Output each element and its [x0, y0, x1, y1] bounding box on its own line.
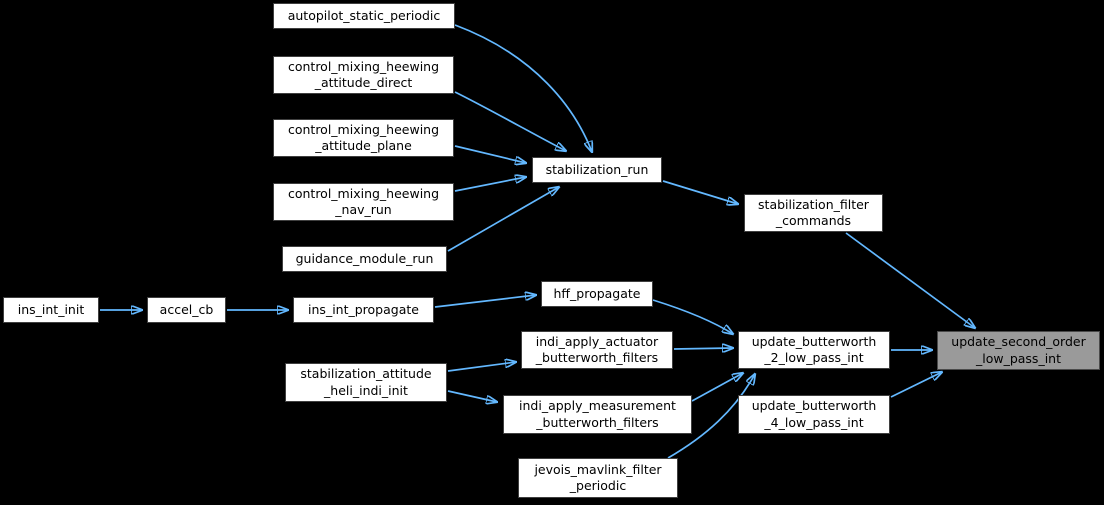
edge-guidance_module_run-to-stabilization_run [447, 187, 559, 252]
node-ins_int_propagate[interactable]: ins_int_propagate [293, 297, 434, 323]
node-stabilization_attitude_heli_indi_init[interactable]: stabilization_attitude _heli_indi_init [285, 363, 447, 402]
node-update_butterworth_2_low_pass_int[interactable]: update_butterworth _2_low_pass_int [738, 331, 890, 369]
node-indi_apply_measurement_butterworth_filters[interactable]: indi_apply_measurement _butterworth_filt… [503, 395, 692, 434]
edge-control_mixing_heewing_attitude_direct-to-stabilization_run [454, 91, 566, 151]
edge-stabilization_attitude_heli_indi_init-to-indi_apply_actuator_butterworth_filters [447, 362, 516, 372]
edge-stabilization_filter_commands-to-update_second_order_low_pass_int [845, 232, 975, 328]
node-update_second_order_low_pass_int: update_second_order _low_pass_int [937, 331, 1100, 370]
node-guidance_module_run[interactable]: guidance_module_run [282, 246, 447, 272]
node-control_mixing_heewing_nav_run[interactable]: control_mixing_heewing _nav_run [273, 183, 454, 221]
node-ins_int_init[interactable]: ins_int_init [3, 297, 99, 323]
node-indi_apply_actuator_butterworth_filters[interactable]: indi_apply_actuator _butterworth_filters [521, 331, 673, 369]
node-stabilization_run[interactable]: stabilization_run [532, 157, 662, 183]
edge-jevois_mavlink_filter_periodic-to-update_butterworth_2_low_pass_int [667, 374, 755, 459]
node-jevois_mavlink_filter_periodic[interactable]: jevois_mavlink_filter _periodic [518, 458, 678, 498]
edge-update_butterworth_4_low_pass_int-to-update_second_order_low_pass_int [890, 372, 942, 398]
node-control_mixing_heewing_attitude_plane[interactable]: control_mixing_heewing _attitude_plane [273, 119, 454, 157]
node-stabilization_filter_commands[interactable]: stabilization_filter _commands [744, 194, 883, 232]
edge-indi_apply_actuator_butterworth_filters-to-update_butterworth_2_low_pass_int [673, 348, 733, 349]
edge-indi_apply_measurement_butterworth_filters-to-update_butterworth_2_low_pass_int [691, 373, 743, 402]
edge-control_mixing_heewing_attitude_plane-to-stabilization_run [454, 145, 526, 163]
edge-autopilot_static_periodic-to-stabilization_run [454, 24, 592, 152]
edge-control_mixing_heewing_nav_run-to-stabilization_run [454, 177, 526, 192]
edge-ins_int_propagate-to-hff_propagate [434, 295, 536, 308]
edge-stabilization_run-to-stabilization_filter_commands [662, 180, 738, 204]
node-update_butterworth_4_low_pass_int[interactable]: update_butterworth _4_low_pass_int [738, 395, 890, 434]
edge-hff_propagate-to-update_butterworth_2_low_pass_int [652, 299, 733, 334]
node-hff_propagate[interactable]: hff_propagate [541, 281, 653, 307]
node-autopilot_static_periodic[interactable]: autopilot_static_periodic [273, 3, 455, 29]
node-control_mixing_heewing_attitude_direct[interactable]: control_mixing_heewing _attitude_direct [273, 56, 454, 94]
node-accel_cb[interactable]: accel_cb [147, 297, 226, 323]
edge-stabilization_attitude_heli_indi_init-to-indi_apply_measurement_butterworth_filters [447, 390, 497, 402]
